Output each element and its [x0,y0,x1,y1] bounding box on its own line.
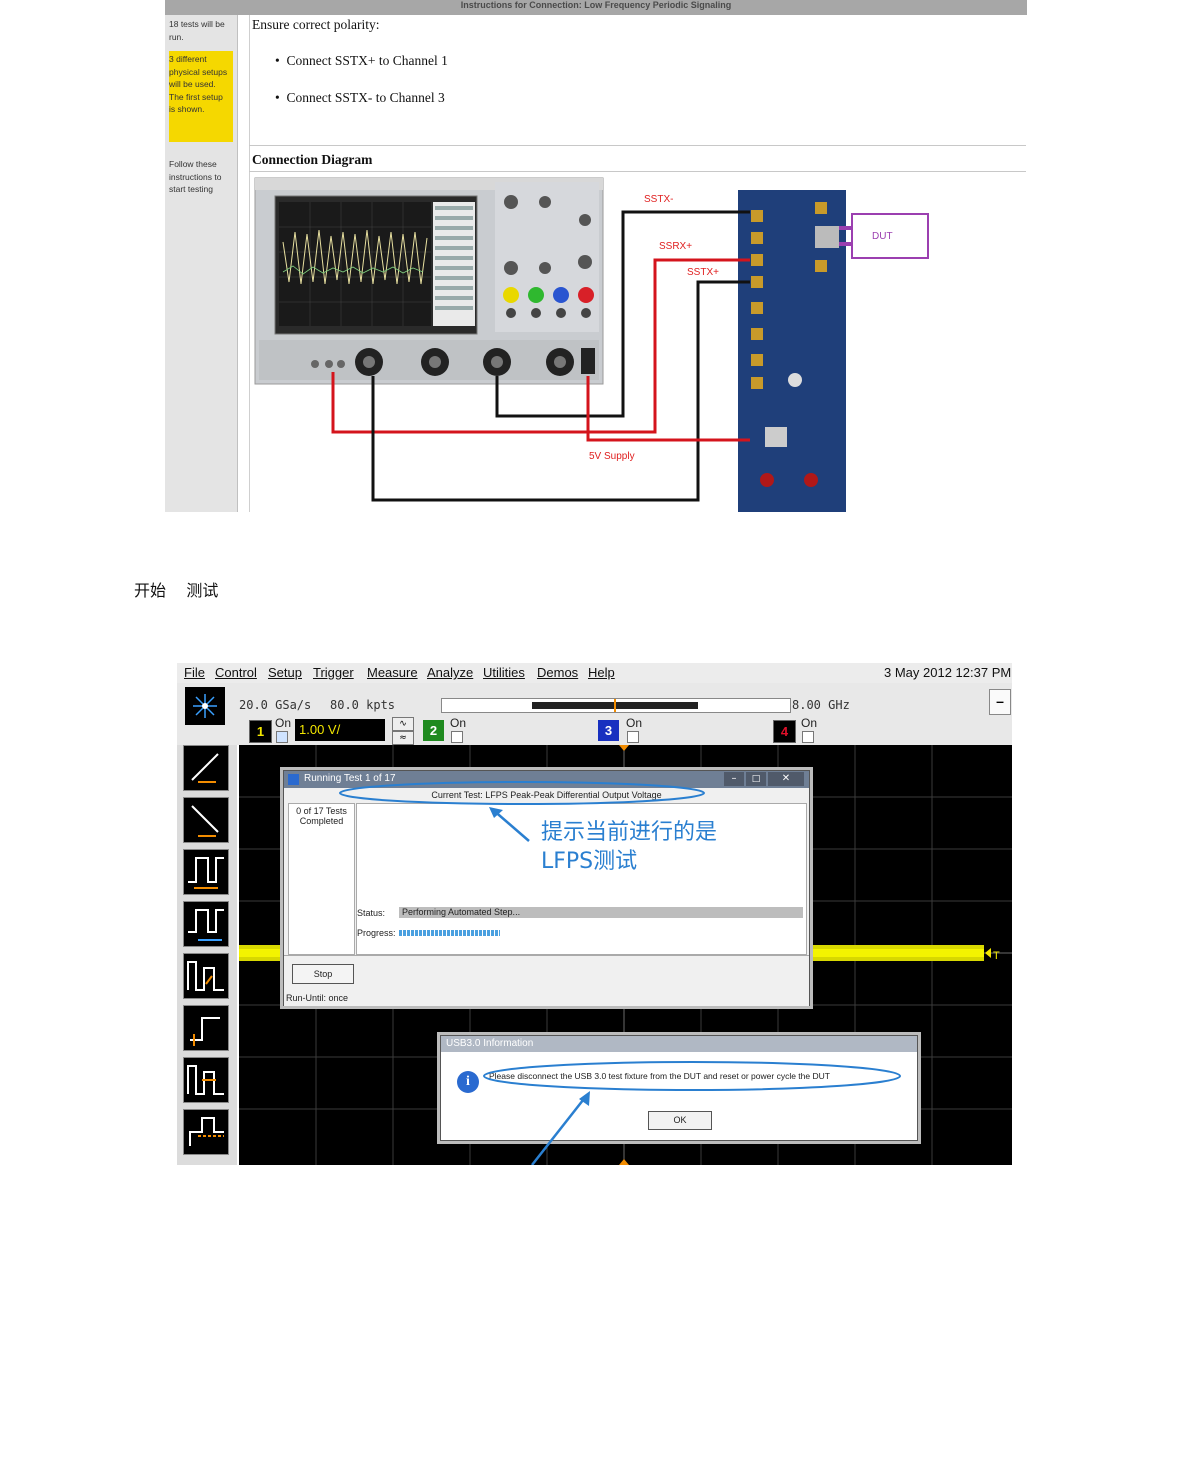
divider [249,171,1026,172]
label-5v-supply: 5V Supply [589,451,635,462]
ok-button[interactable]: OK [648,1111,712,1130]
polarity-heading: Ensure correct polarity: [252,17,380,32]
period-trigger-icon[interactable] [183,901,229,947]
glitch-trigger-icon[interactable] [183,1109,229,1155]
rising-edge-trigger-icon[interactable] [183,745,229,791]
menu-setup[interactable]: Setup [268,665,302,680]
app-icon [288,774,299,785]
tests-completed: 0 of 17 Tests Completed [296,806,347,826]
menu-utilities[interactable]: Utilities [483,665,525,680]
label-ssrx-plus: SSRX+ [659,241,693,252]
dialog-close-button[interactable]: ✕ [768,772,804,786]
left-toolbar [177,745,237,1165]
agilent-logo-icon [193,694,217,718]
pulse-width-trigger-icon[interactable] [183,849,229,895]
control-bar: 20.0 GSa/s 80.0 kpts 8.00 GHz – 1 On 1.0… [177,683,1012,745]
minimize-button[interactable]: – [989,689,1011,715]
info-titlebar: USB3.0 Information [441,1036,917,1052]
runt-trigger-icon[interactable] [183,953,229,999]
menu-demos[interactable]: Demos [537,665,579,680]
menu-measure[interactable]: Measure [367,665,418,680]
label-dut: DUT [872,231,893,242]
run-until: Run-Until: once [286,993,349,1003]
setups-note: 3 different physical setups will be used… [169,54,228,114]
agilent-logo-button[interactable] [185,687,225,725]
menu-file[interactable]: File [184,665,205,680]
menu-help[interactable]: Help [588,665,615,680]
current-test-highlight [339,781,705,805]
channel-4-checkbox[interactable] [802,731,814,743]
dialog-title: Running Test 1 of 17 [304,773,396,784]
menu-analyze[interactable]: Analyze [427,665,474,680]
bandwidth: 8.00 GHz [792,698,850,712]
channel-4-button[interactable]: 4 [773,720,796,743]
memory-depth: 80.0 kpts [330,698,396,712]
svg-text:T: T [993,950,1000,962]
progress-bar [399,930,803,936]
caption-start-test: 开始 测试 [134,581,219,600]
setups-highlight [169,51,233,142]
message-highlight [483,1061,901,1091]
channel-4-state: On [801,716,818,730]
falling-edge-trigger-icon[interactable] [183,797,229,843]
dialog-footer: Stop Run-Until: once [284,955,809,1006]
channel-3-state: On [626,716,643,730]
setup-hold-trigger-icon[interactable] [183,1005,229,1051]
stop-button[interactable]: Stop [292,964,354,984]
tests-completed-panel: 0 of 17 Tests Completed [288,803,355,955]
oscilloscope-app: File Control Setup Trigger Measure Analy… [177,663,1012,1165]
instructions-panel: Instructions for Connection: Low Frequen… [165,0,1027,512]
dialog-maximize-button[interactable]: □ [746,772,766,786]
channel-1-state: On [275,716,292,730]
usb-info-dialog: USB3.0 Information i Please disconnect t… [440,1035,918,1141]
datetime: 3 May 2012 12:37 PM [884,665,1012,680]
ac-coupling-icon[interactable]: ∿ [392,717,414,731]
dialog-minimize-button[interactable]: – [724,772,744,786]
divider [249,145,1026,146]
trigger-position-marker [614,699,616,712]
timebase-overview[interactable] [441,698,791,713]
progress-label: Progress: [357,928,396,938]
current-test-label: Current Test: LFPS Peak-Peak Differentia… [431,790,662,800]
label-sstx-plus: SSTX+ [687,267,719,278]
status-label: Status: [357,908,386,918]
running-test-dialog: Running Test 1 of 17 – □ ✕ Current Test:… [283,770,810,1006]
label-sstx-minus: SSTX- [644,194,674,205]
bullet-item: • Connect SSTX- to Channel 3 [275,90,445,105]
instructions-title: Instructions for Connection: Low Frequen… [165,0,1027,15]
annotation-overlay [339,781,901,1165]
wave-icon[interactable]: ≈ [392,731,414,745]
channel-1-scale[interactable]: 1.00 V/ [295,719,385,741]
sample-rate: 20.0 GSa/s [239,698,312,712]
follow-note: Follow these instructions to start testi… [169,159,222,194]
menu-trigger[interactable]: Trigger [313,665,354,680]
tests-note: 18 tests will be run. [169,19,225,42]
channel-2-checkbox[interactable] [451,731,463,743]
info-icon: i [457,1071,479,1093]
diagram-heading: Connection Diagram [252,152,373,167]
bullet-text: Connect SSTX- to Channel 3 [286,90,445,105]
channel-2-state: On [450,716,467,730]
annotation-text: 提示当前进行的是LFPS测试 [541,820,718,874]
channel-3-button[interactable]: 3 [598,720,619,741]
channel-3-checkbox[interactable] [627,731,639,743]
connection-diagram [254,177,929,512]
channel-1-checkbox[interactable] [276,731,288,743]
status-value: Performing Automated Step... [399,907,803,918]
progress-fill [399,930,500,936]
window-trigger-icon[interactable] [183,1057,229,1103]
menu-control[interactable]: Control [215,665,257,680]
instructions-sidebar: 18 tests will be run. 3 different physic… [165,15,238,512]
channel-2-button[interactable]: 2 [423,720,444,741]
instructions-main [249,15,1026,512]
menu-bar: File Control Setup Trigger Measure Analy… [177,663,1012,683]
channel-1-button[interactable]: 1 [249,720,272,743]
info-message: Please disconnect the USB 3.0 test fixtu… [489,1071,830,1081]
info-title: USB3.0 Information [446,1038,534,1049]
bullet-item: • Connect SSTX+ to Channel 1 [275,53,448,68]
bullet-text: Connect SSTX+ to Channel 1 [286,53,448,68]
